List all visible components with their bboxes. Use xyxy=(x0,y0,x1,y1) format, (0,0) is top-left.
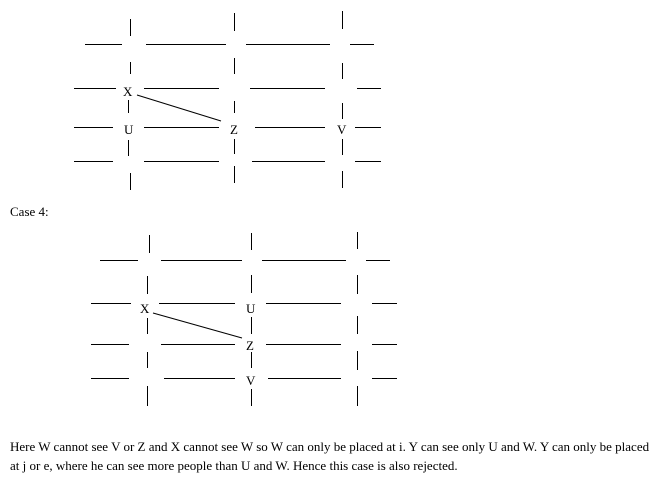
person-v-label: V xyxy=(337,122,347,137)
person-x-label: X xyxy=(123,84,133,99)
explanation-paragraph: Here W cannot see V or Z and X cannot se… xyxy=(10,439,650,473)
person-u-label: U xyxy=(246,301,256,316)
person-u-label: U xyxy=(124,122,134,137)
person-z-label: Z xyxy=(246,338,254,353)
case-label: Case 4: xyxy=(10,204,49,219)
grid-diagram-bottom: X U Z V xyxy=(91,232,397,406)
person-z-label: Z xyxy=(230,122,238,137)
person-v-label: V xyxy=(246,373,256,388)
sight-line-x-z xyxy=(136,94,222,122)
grid-diagram-top: X U Z V xyxy=(74,11,381,190)
sight-line-x-z xyxy=(152,312,243,339)
person-x-label: X xyxy=(140,301,150,316)
